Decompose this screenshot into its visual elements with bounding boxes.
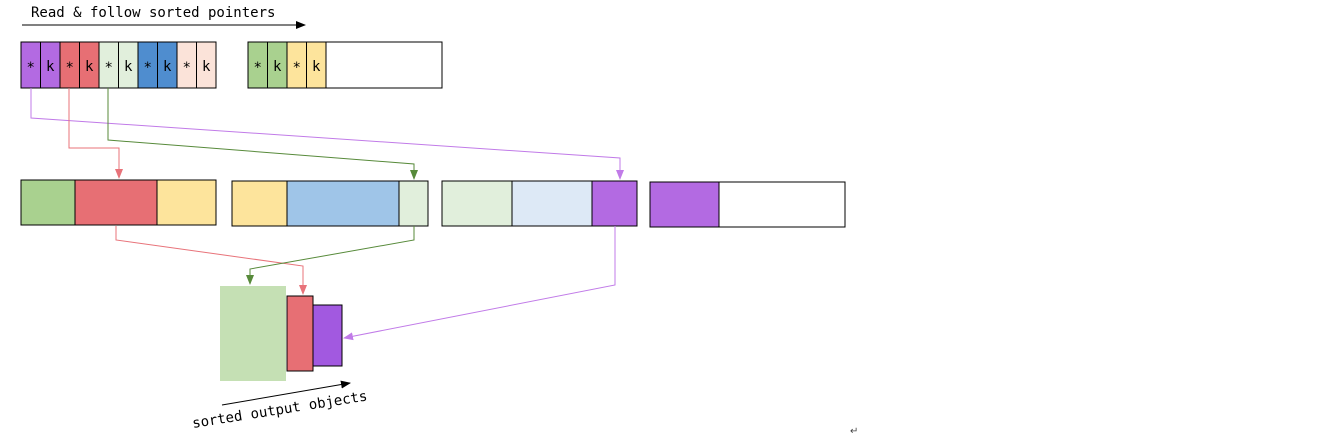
pointer-buffer-2-cell-2-glyph: * [293, 60, 301, 76]
arrow-red-to-output [115, 226, 307, 295]
pointer-buffer-1-cell-5-glyph: k [124, 59, 133, 75]
pointer-buffer-1-cell-9-glyph: k [202, 59, 211, 75]
object-block-1 [20, 179, 217, 226]
pointer-buffer-1-cell-8-glyph: * [183, 60, 191, 76]
pointer-buffer-1-cell-1-glyph: k [46, 59, 55, 75]
arrow-pointer-to-purple-object [30, 88, 624, 180]
return-mark: ↵ [850, 426, 858, 437]
pointer-buffer-2: * k * k [247, 41, 443, 89]
object-light-green [441, 180, 513, 227]
object-yellow [231, 180, 288, 227]
object-purple [591, 180, 638, 227]
header-label: Read & follow sorted pointers [31, 5, 275, 21]
pointer-buffer-1-cell-4-glyph: * [105, 60, 113, 76]
object-empty [718, 181, 846, 228]
object-block-2 [231, 180, 429, 227]
arrow-pointer-to-light-green-object [107, 88, 418, 180]
output-green [220, 286, 286, 381]
object-purple [649, 181, 720, 228]
pointer-buffer-1-cell-0-glyph: * [27, 60, 35, 76]
pointer-buffer-1-cell-2-glyph: * [66, 60, 74, 76]
object-light-green [398, 180, 429, 227]
object-red [74, 179, 158, 226]
object-block-4 [649, 181, 846, 228]
pointer-buffer-1-cell-7-glyph: k [163, 59, 172, 75]
pointer-buffer-1-cell-9 [196, 41, 217, 89]
arrow-purple-to-output [343, 226, 616, 341]
sorted-output-stack [220, 286, 343, 381]
pointer-buffer-1-cell-6-glyph: * [144, 60, 152, 76]
pointer-buffer-1: * k * k * k * k * k [20, 41, 217, 89]
arrow-light-green-to-output [246, 226, 415, 285]
pointer-buffer-2-cell-0-glyph: * [254, 60, 262, 76]
object-light-blue [511, 180, 593, 227]
arrow-pointer-to-red-object [68, 88, 123, 179]
object-blue [286, 180, 400, 227]
output-red [286, 295, 314, 372]
pointer-buffer-2-cell-3 [306, 41, 327, 89]
object-block-3 [441, 180, 638, 227]
output-purple [312, 304, 343, 367]
pointer-buffer-2-cell-3-glyph: k [312, 59, 321, 75]
object-green [20, 179, 76, 226]
footer-arrow [221, 380, 351, 406]
pointer-buffer-2-cell-1-glyph: k [273, 59, 282, 75]
object-yellow [156, 179, 217, 226]
pointer-buffer-1-cell-3-glyph: k [85, 59, 94, 75]
